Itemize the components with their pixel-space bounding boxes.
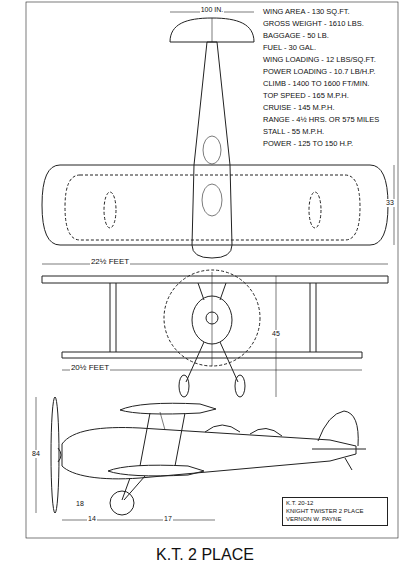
wheel	[179, 375, 189, 397]
cabane-strut	[198, 283, 204, 300]
cockpit	[202, 184, 222, 216]
gear-leg	[186, 342, 204, 382]
cabane-strut	[220, 283, 226, 300]
title-block: K.T. 20-12KNIGHT TWISTER 2 PLACEVERNON W…	[282, 497, 388, 526]
strut-outline	[104, 192, 116, 228]
dimension-text: 17	[163, 515, 173, 523]
title-text: K.T. 20-12	[286, 500, 384, 508]
horizontal-stabilizer	[170, 18, 254, 42]
dimension-text: 33	[385, 199, 395, 207]
upper-wing-plan	[42, 165, 388, 245]
interplane-strut	[116, 283, 117, 352]
interplane-strut	[310, 283, 311, 352]
windshield	[205, 425, 240, 432]
interplane-strut	[175, 413, 185, 466]
spec-line: RANGE - 4½ HRS. OR 575 MILES	[262, 116, 380, 124]
gear-leg	[124, 476, 145, 500]
spec-line: CRUISE - 145 M.P.H.	[262, 104, 336, 112]
fin-rudder	[318, 411, 358, 446]
sheet-border	[26, 2, 398, 538]
interplane-strut	[140, 413, 150, 466]
dimension-text: 45	[271, 330, 281, 338]
lower-wing-front	[62, 352, 362, 358]
spec-line: TOP SPEED - 165 M.P.H.	[262, 92, 350, 100]
fuselage-side	[62, 428, 356, 479]
wheel	[235, 375, 245, 397]
spinner-side	[58, 448, 61, 462]
spec-line: GROSS WEIGHT - 1610 LBS.	[262, 20, 365, 28]
lower-wing-plan	[65, 175, 360, 240]
lower-wing-section	[108, 465, 204, 476]
propeller-side	[51, 397, 59, 513]
dimension-text: 18	[75, 500, 85, 508]
spec-line: STALL - 55 M.P.H.	[262, 128, 325, 136]
spec-line: POWER LOADING - 10.7 LB/H.P.	[262, 68, 376, 76]
cockpit	[203, 136, 221, 164]
interplane-strut	[316, 283, 317, 352]
strut-outline	[309, 192, 321, 228]
dimension-text: 14	[87, 515, 97, 523]
cabane-strut	[160, 412, 165, 430]
dimension-text: 100 IN.	[200, 6, 225, 14]
dimension-text: 84	[31, 450, 41, 458]
dimension-text: 22½ FEET	[90, 258, 130, 267]
spec-line: POWER - 125 TO 150 H.P.	[262, 140, 354, 148]
title-text: KNIGHT TWISTER 2 PLACE	[286, 508, 384, 516]
gear-leg	[220, 342, 238, 382]
fuselage-top	[192, 42, 232, 258]
interplane-strut	[110, 283, 111, 352]
stabilizer-side	[312, 449, 366, 450]
caption: K.T. 2 PLACE	[156, 546, 254, 564]
spec-line: WING AREA - 130 SQ.FT.	[262, 8, 351, 16]
title-text: VERNON W. PAYNE	[286, 516, 384, 524]
top-view	[42, 12, 394, 264]
upper-wing-front	[42, 276, 388, 283]
front-view	[42, 270, 388, 397]
spec-line: FUEL - 30 GAL.	[262, 44, 317, 52]
spec-line: BAGGAGE - 50 LB.	[262, 32, 330, 40]
gear-leg	[122, 478, 130, 500]
spec-line: CLIMB - 1400 TO 1600 FT/MIN.	[262, 80, 370, 88]
rudder-line	[212, 18, 213, 42]
spec-line: WING LOADING - 12 LBS/SQ.FT.	[262, 56, 377, 64]
dimension-text: 20½ FEET	[70, 364, 110, 373]
tail-skid	[345, 458, 352, 470]
upper-wing-section	[120, 403, 216, 414]
wheel	[110, 491, 134, 515]
windshield	[250, 428, 282, 436]
